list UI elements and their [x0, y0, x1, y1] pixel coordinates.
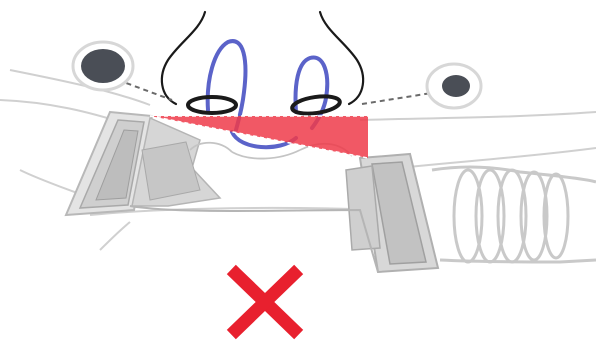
- nostril-left: [188, 97, 236, 113]
- dial-left-icon: [73, 42, 133, 90]
- air-hose: [432, 167, 596, 262]
- nose-outline: [162, 12, 363, 104]
- mask-frame-right: [346, 154, 438, 272]
- x-mark-icon: [236, 274, 294, 330]
- eye-level-guide-right: [362, 92, 438, 104]
- nostril-right: [291, 94, 341, 117]
- mask-cushion-outline: [130, 206, 378, 272]
- dial-right-icon: [427, 64, 481, 108]
